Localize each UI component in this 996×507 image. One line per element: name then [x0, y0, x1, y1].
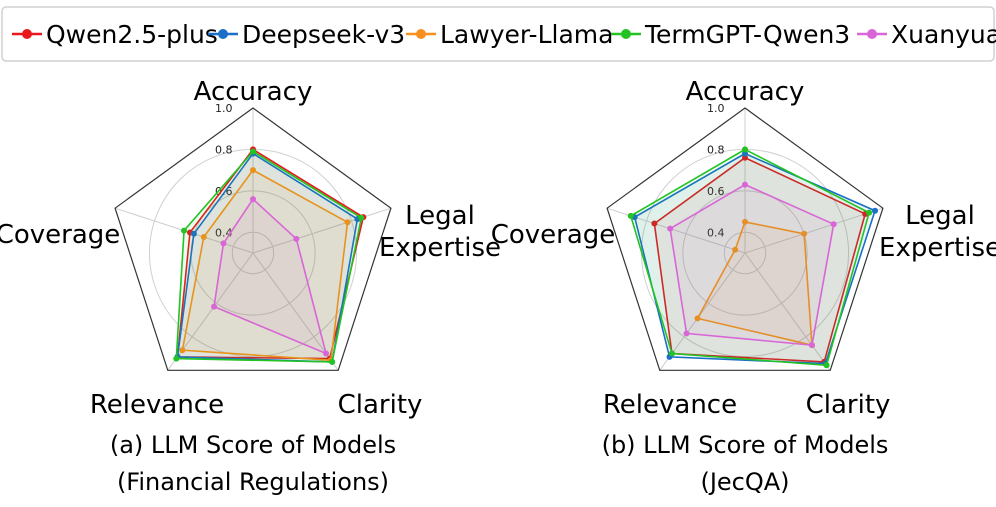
tick-label: 0.8 — [215, 143, 233, 156]
grid-spoke — [744, 207, 884, 254]
tick-label: 1.0 — [707, 102, 725, 115]
data-point — [742, 154, 748, 161]
legend-label: Qwen2.5-plus — [46, 20, 218, 49]
axis-label: Relevance — [90, 390, 224, 420]
legend-item: Qwen2.5-plus — [12, 20, 218, 49]
data-point — [742, 218, 748, 225]
legend-item: Xuanyuan — [857, 20, 996, 49]
data-point — [323, 350, 330, 357]
tick-label: 0.8 — [707, 143, 725, 156]
data-point — [742, 150, 748, 157]
data-point — [742, 146, 748, 153]
chart-caption-line1: (a) LLM Score of Models — [110, 431, 396, 459]
grid-spoke — [744, 252, 831, 371]
data-point — [293, 235, 300, 242]
data-point — [872, 207, 879, 214]
chart-caption-line2: (Financial Regulations) — [117, 468, 389, 496]
legend-item: Lawyer-Llama — [406, 20, 613, 49]
axis-label: Coverage — [0, 220, 120, 250]
data-point — [651, 220, 658, 227]
legend-marker — [218, 29, 228, 39]
legend-frame — [1, 6, 995, 62]
legend-label: Deepseek-v3 — [242, 20, 405, 49]
legend-label: Xuanyuan — [891, 20, 996, 49]
data-point — [250, 148, 256, 155]
tick-label: 0.4 — [707, 226, 725, 239]
legend-marker — [621, 29, 631, 39]
series-area — [696, 221, 813, 347]
data-point — [823, 362, 830, 369]
data-point — [190, 230, 197, 237]
data-point — [250, 167, 256, 174]
data-point — [668, 350, 675, 357]
series-area — [633, 152, 877, 365]
data-point — [830, 221, 837, 228]
axis-label: Relevance — [603, 390, 737, 420]
legend-marker — [416, 29, 426, 39]
data-point — [694, 315, 701, 322]
axis-label: Accuracy — [686, 77, 805, 107]
legend-item: Deepseek-v3 — [208, 20, 405, 49]
axis-label: Clarity — [806, 390, 891, 420]
tick-label: 1.0 — [215, 102, 233, 115]
grid-spoke — [252, 207, 392, 254]
data-point — [344, 219, 351, 226]
data-point — [200, 233, 207, 240]
series-area — [669, 183, 835, 347]
data-point — [732, 246, 739, 253]
data-point — [667, 225, 674, 232]
data-point — [181, 227, 188, 234]
series-area — [629, 148, 871, 367]
chart-caption-line2: (JecQA) — [700, 468, 789, 496]
data-point — [808, 342, 815, 349]
grid-spoke — [252, 252, 339, 371]
legend-item: TermGPT-Qwen3 — [611, 20, 850, 49]
series-area — [176, 148, 365, 360]
data-point — [329, 358, 336, 365]
axis-label: Accuracy — [194, 77, 313, 107]
data-point — [173, 355, 180, 362]
legend-marker — [22, 29, 32, 39]
data-point — [742, 181, 748, 188]
tick-label: 0.6 — [707, 185, 725, 198]
series-area — [181, 169, 349, 362]
data-point — [358, 214, 365, 221]
data-point — [250, 196, 256, 203]
outer-frame — [114, 107, 392, 371]
legend: Qwen2.5-plus Deepseek-v3 Lawyer-Llama TermG… — [1, 6, 996, 62]
data-point — [211, 303, 218, 310]
data-point — [220, 240, 227, 247]
data-point — [683, 330, 690, 337]
series-area — [213, 197, 328, 355]
axis-label: Coverage — [491, 220, 616, 250]
chart-caption-line1: (b) LLM Score of Models — [602, 431, 889, 459]
outer-frame — [606, 107, 884, 371]
data-point — [627, 212, 634, 219]
data-point — [866, 209, 873, 216]
legend-marker — [867, 29, 877, 39]
series-area — [653, 156, 867, 363]
data-point — [179, 347, 186, 354]
legend-label: TermGPT-Qwen3 — [644, 20, 850, 49]
legend-label: Lawyer-Llama — [440, 20, 613, 49]
data-point — [801, 230, 808, 237]
axis-label: Clarity — [338, 390, 423, 420]
grid-spoke — [659, 252, 746, 371]
